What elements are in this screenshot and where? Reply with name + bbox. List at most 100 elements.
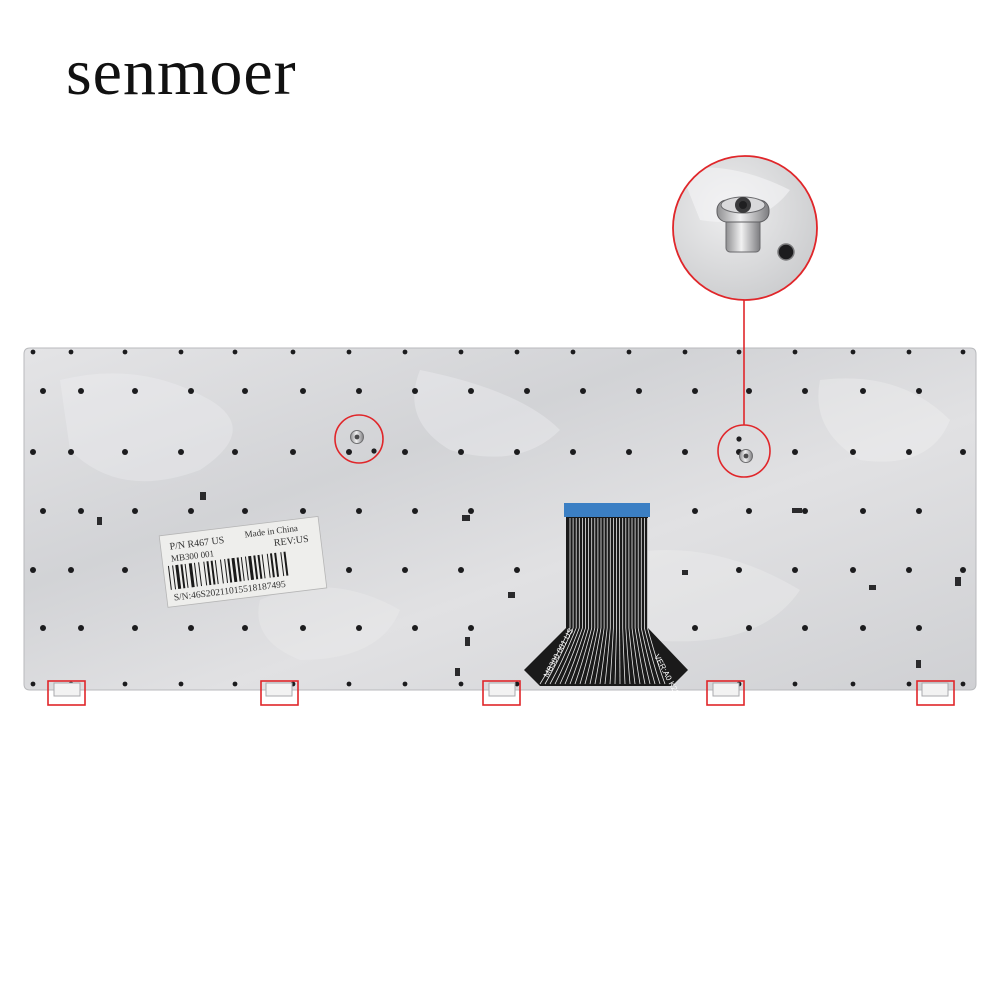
mounting-hole [916,388,922,394]
zoom-nut [716,196,770,253]
barcode-bar [283,551,289,576]
barcode-bar [203,561,208,586]
mounting-hole [458,349,464,355]
keyboard-back-plate [23,347,977,691]
mounting-hole [960,567,966,573]
mounting-hole [122,681,128,687]
barcode-bar [214,560,219,585]
mounting-hole [40,508,46,514]
mounting-hole [860,388,866,394]
mounting-hole [356,625,362,631]
highlight-tab-4 [706,680,745,706]
mounting-hole [300,508,306,514]
mounting-hole [300,388,306,394]
mounting-hole [746,625,752,631]
cable-trace [554,627,580,685]
barcode-bar [210,560,216,585]
barcode-bar [269,553,275,578]
mounting-hole [178,349,184,355]
barcode-bar [266,553,271,578]
barcode-bar [274,552,280,577]
mounting-hole [356,508,362,514]
zoom-hole [777,243,795,261]
mounting-hole [346,349,352,355]
barcode-bar [206,561,212,586]
mounting-hole [178,681,184,687]
mounting-hole [122,567,128,573]
mounting-hole [570,349,576,355]
barcode-bar [253,555,259,580]
cable-trace [544,627,574,685]
mounting-hole [468,508,474,514]
mounting-hole [40,388,46,394]
mounting-hole [916,508,922,514]
mounting-hole [402,449,408,455]
mounting-hole [850,449,856,455]
mounting-hole [580,388,586,394]
mounting-hole [412,388,418,394]
mounting-hole [514,349,520,355]
mounting-hole [132,625,138,631]
mounting-hole [792,681,798,687]
mounting-hole [960,681,966,687]
barcode [167,551,289,590]
mounting-hole [412,508,418,514]
screw-boss-left [350,430,377,454]
mounting-hole [570,449,576,455]
cable-trace [579,627,596,685]
cable-trace [614,627,617,685]
mounting-hole [242,625,248,631]
barcode-bar [219,559,224,584]
mounting-hole [802,625,808,631]
mounting-hole [132,388,138,394]
mounting-hole [356,388,362,394]
mounting-hole [802,388,808,394]
mounting-hole [242,388,248,394]
mounting-hole [402,567,408,573]
mounting-hole [524,388,530,394]
cable-trace [569,627,589,685]
mounting-hole [906,349,912,355]
mounting-hole [692,388,698,394]
mounting-hole [860,508,866,514]
cable-trace [647,627,666,685]
cable-trace [604,627,611,685]
highlight-tab-2 [260,680,299,706]
mounting-hole [850,681,856,687]
mounting-hole [132,508,138,514]
mounting-hole [122,449,128,455]
mounting-hole [346,567,352,573]
barcode-bar [188,563,195,588]
mounting-hole [468,625,474,631]
zoom-callout [672,155,818,301]
mounting-hole [682,349,688,355]
mounting-hole [906,681,912,687]
highlight-tab-5 [916,680,955,706]
cable-trace [644,627,661,685]
mounting-hole [626,449,632,455]
highlight-tab-3 [482,680,521,706]
mounting-hole [68,449,74,455]
mounting-hole [30,449,36,455]
mounting-hole [412,625,418,631]
barcode-bar [198,562,203,587]
mounting-hole [458,681,464,687]
mounting-hole [736,349,742,355]
mounting-hole [346,449,352,455]
barcode-bar [167,565,172,590]
mounting-hole [290,449,296,455]
barcode-bar [231,557,238,583]
barcode-bar [244,556,249,581]
cable-trace [564,627,586,685]
barcode-bar [227,558,233,583]
mounting-hole [514,681,520,687]
mounting-hole [960,449,966,455]
mounting-hole [232,681,238,687]
mounting-hole [636,388,642,394]
mounting-hole [792,567,798,573]
cable-trace [640,627,656,685]
mounting-hole [188,625,194,631]
mounting-holes [30,349,966,687]
highlight-circle-left [334,414,384,464]
